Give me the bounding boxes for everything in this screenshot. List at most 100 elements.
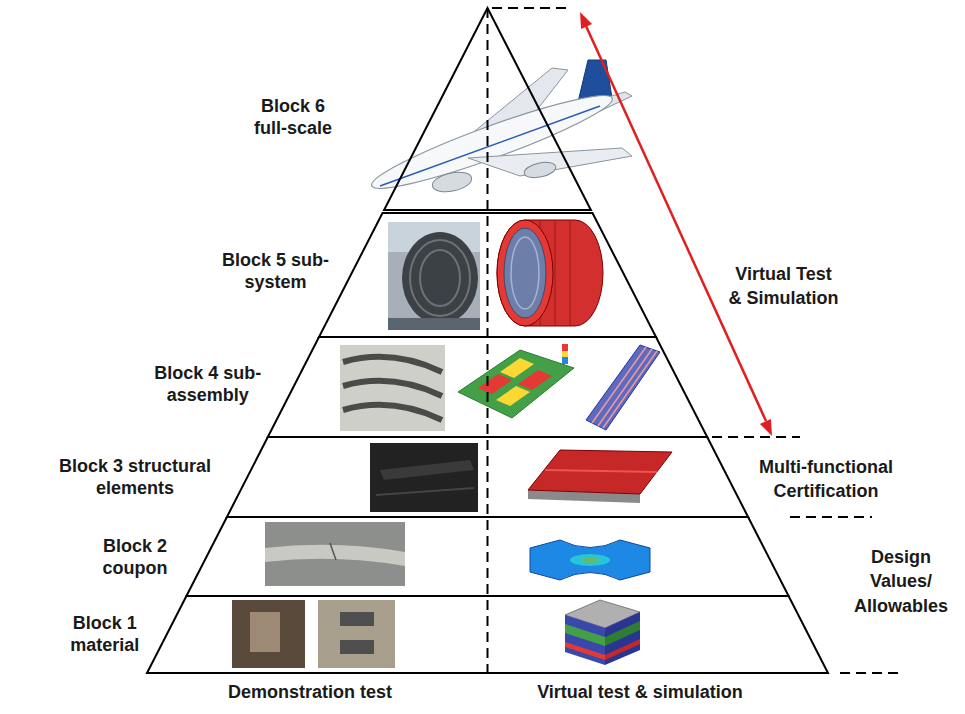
panel-photo [340,345,445,431]
airplane-picture-part [380,106,600,186]
fuselage-photo [388,222,480,330]
material-photo-part [340,612,374,626]
material-model-part [565,624,605,646]
material-photo-part [340,640,374,654]
coupon-model [530,540,650,580]
panel-photo-part [343,381,442,396]
coupon-model-part [581,557,599,563]
material-photo [232,600,395,668]
red-double-arrow-part [580,12,592,29]
block-label: Block 6 full-scale [243,96,343,140]
element-photo-part [376,488,474,495]
band-shape [319,213,656,337]
panel-model-part [458,350,574,418]
material-photo-part [232,600,305,668]
label-box: Virtual test & simulation [510,680,770,704]
airplane-picture-part [431,169,474,195]
panel-model-part [518,370,552,390]
dashed-guide-part [487,8,489,673]
panel-model-part [562,344,568,364]
block-label: Block 4 sub-assembly [140,363,275,407]
band-outline [0,592,965,677]
fuselage-photo-part [410,240,470,316]
barrel-model-part [504,228,546,318]
panel-model-part [496,386,530,406]
band-outline [0,333,965,441]
coupon-photo-part [330,543,336,560]
barrel-model [497,220,603,326]
barrel-model-part [497,220,603,326]
band-shape [147,596,828,673]
panel-model-part [500,358,534,378]
barrel-model-part [511,237,539,309]
panel-model [458,344,574,418]
barrel-model-part [570,220,571,326]
fuselage-photo-part [420,250,460,306]
fuselage-photo-part [388,222,480,330]
dashed-guide-part [492,7,566,9]
coupon-photo [265,522,405,586]
panel-model-part [562,344,568,351]
red-double-arrow-part [760,419,772,436]
material-model-part [565,642,605,660]
stiffened-panel-model-part [603,351,657,428]
band-outline [0,513,965,600]
barrel-model-part [497,220,553,326]
material-model-part [605,612,640,665]
element-photo-part [370,443,478,512]
panel-photo-part [343,405,442,420]
side-label: Virtual test & simulation [510,680,770,704]
material-photo-part [250,612,280,652]
element-model [528,450,672,503]
material-model [565,600,640,665]
airplane-picture [366,60,632,201]
panel-photo-part [343,357,442,372]
pyramid-band: Block 2 coupon [0,513,965,600]
element-photo-part [380,460,474,480]
block-label: Block 2 coupon [93,536,178,580]
band-shape [186,517,788,596]
dashed-guide [488,8,903,673]
airplane-picture-part [523,160,557,180]
pyramid-band: Block 1 material [0,592,965,677]
label-box: Virtual Test & Simulation [727,262,840,311]
red-double-arrow [580,12,772,436]
band-shape [268,337,707,437]
side-label: Demonstration test [200,680,420,704]
side-label: Virtual Test & Simulation [727,262,840,311]
fuselage-photo-part [388,318,480,330]
stiffened-panel-model [586,345,660,430]
pyramid-band: Block 4 sub-assembly [0,333,965,441]
block-label: Block 1 material [62,613,147,657]
stiffened-panel-model-part [592,347,646,423]
stiffened-panel-model-part [598,349,652,426]
material-model-part [565,615,605,665]
dashed-guide-part [790,516,872,518]
stiffened-panel-model-part [586,345,660,430]
element-model-part [545,470,657,472]
barrel-model-part [555,220,556,326]
dashed-guide-part [840,672,902,674]
block-label: Block 5 sub-system [218,250,333,294]
band-shape [384,8,591,210]
side-label: Design Values/ Allowables [850,545,952,618]
fuselage-photo-part [402,232,478,324]
panel-photo-part [340,345,445,431]
airplane-picture-part [366,83,618,201]
band-outline [0,4,965,214]
label-box: Design Values/ Allowables [850,545,952,618]
element-model-part [528,450,672,494]
label-box: Multi-functional Certification [750,455,902,504]
band-shape [227,437,748,517]
coupon-model-part [530,540,650,580]
block-label: Block 3 structural elements [43,456,228,500]
panel-model-part [478,374,512,394]
material-photo-part [318,600,395,668]
dashed-guide-part [712,436,800,438]
side-label: Multi-functional Certification [750,455,902,504]
material-model-part [605,639,640,660]
coupon-photo-part [265,522,405,586]
element-photo [370,443,478,512]
